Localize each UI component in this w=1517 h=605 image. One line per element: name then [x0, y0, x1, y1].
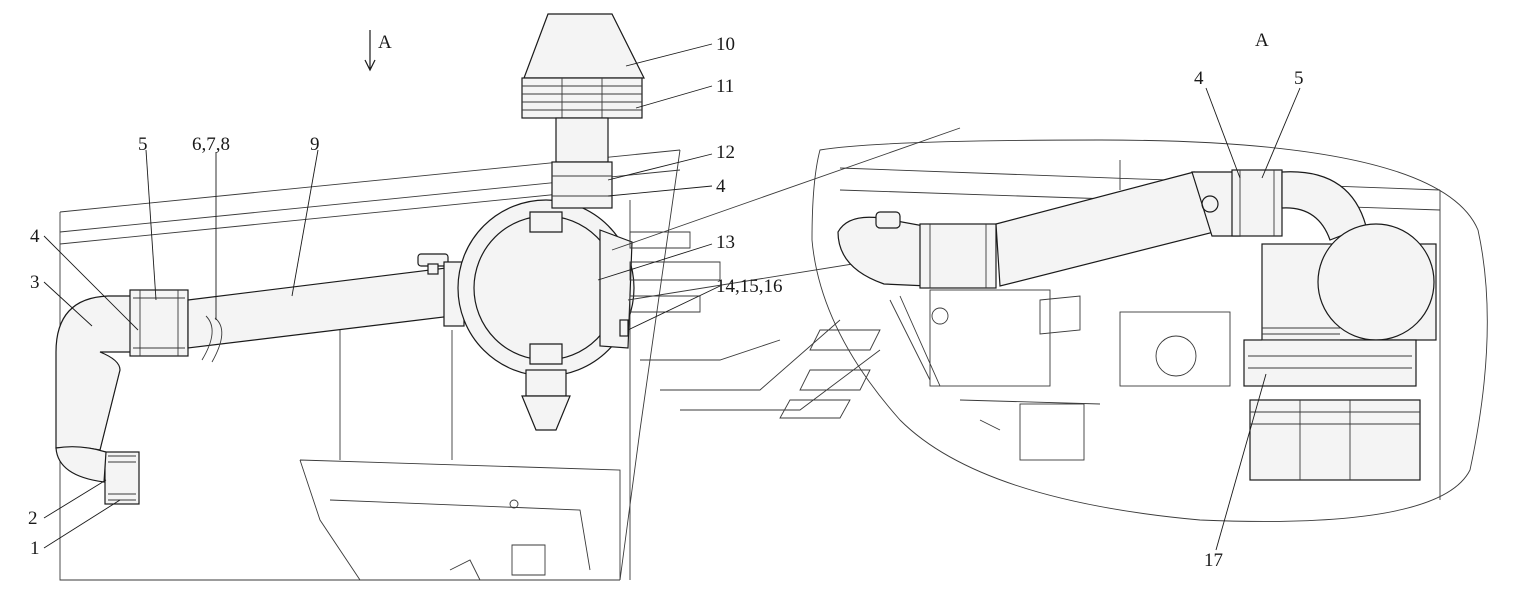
- callout-13: 13: [716, 232, 735, 253]
- leader-141516: [627, 285, 721, 331]
- callout-11: 11: [716, 76, 734, 97]
- elbow-bolt: [1201, 195, 1219, 213]
- leader-11: [635, 85, 713, 109]
- callout-1: 1: [30, 538, 40, 559]
- housing-top-notch: [529, 211, 563, 233]
- callout-3: 3: [30, 272, 40, 293]
- leader-5-left: [145, 149, 157, 301]
- perspective-stairs: [629, 231, 881, 411]
- housing-bottom-notch: [529, 343, 563, 365]
- cleaner-lower-ribs: [1250, 400, 1420, 480]
- clamp-sleeve: [129, 289, 189, 357]
- callout-2: 2: [28, 508, 38, 529]
- engine-pulley: [931, 307, 949, 325]
- cleaner-end-cap: [1317, 223, 1435, 341]
- pipe-sensor-hose: [201, 315, 223, 363]
- callout-678: 6,7,8: [192, 134, 230, 155]
- callout-17: 17: [1204, 550, 1223, 571]
- body-outline-right: [619, 149, 681, 581]
- callout-4-mid: 4: [716, 176, 726, 197]
- callout-141516: 14,15,16: [716, 276, 783, 297]
- main-intake-pipe: [187, 267, 453, 349]
- leader-4-right: [1205, 87, 1241, 179]
- right-clamp-upper: [1231, 169, 1283, 237]
- cleaner-lower-section: [1249, 399, 1421, 481]
- view-a-title: A: [1255, 30, 1269, 51]
- housing-side-clamp: [599, 229, 633, 349]
- right-sensor: [875, 211, 901, 229]
- engine-mount-disc: [1155, 335, 1197, 377]
- right-view: A: [811, 30, 1488, 522]
- grill-slats: [522, 78, 642, 118]
- cleaner-band-ribs: [1248, 327, 1412, 369]
- right-clamp-left: [919, 223, 997, 289]
- pre-cleaner-grill: [521, 77, 643, 119]
- callout-12: 12: [716, 142, 735, 163]
- elbow-lower: [55, 446, 107, 483]
- right-clamp-upper-bands: [1239, 170, 1275, 236]
- engine-hood: [299, 459, 621, 581]
- leader-12: [607, 153, 713, 181]
- leader-17: [1215, 373, 1267, 551]
- leader-5-right: [1261, 87, 1301, 179]
- leader-4-left: [43, 235, 139, 331]
- callout-4-right: 4: [1194, 68, 1204, 89]
- leader-9: [291, 149, 319, 297]
- left-view: A: [55, 13, 681, 581]
- leader-1: [43, 499, 121, 549]
- engine-ecu: [1019, 403, 1085, 461]
- callout-5-right: 5: [1294, 68, 1304, 89]
- leader-lines: [43, 43, 1301, 551]
- section-arrow-label: A: [378, 32, 392, 53]
- engine-mount: [1119, 311, 1231, 387]
- section-arrow: [364, 30, 376, 72]
- engine-pipes: [889, 295, 1101, 431]
- dust-valve-neck: [525, 369, 567, 397]
- pipe-valve-stem: [427, 263, 439, 275]
- riser-tube: [551, 161, 613, 209]
- engine-block: [929, 289, 1051, 387]
- riser-bands: [552, 175, 612, 197]
- leader-10: [625, 43, 713, 67]
- leader-13: [597, 243, 713, 281]
- right-clamp-left-bands: [929, 224, 987, 288]
- elbow-hose: [55, 295, 133, 451]
- housing-latch: [619, 319, 629, 337]
- leader-4-mid: [607, 185, 713, 197]
- dust-valve-spout: [521, 395, 571, 431]
- callout-9: 9: [310, 134, 320, 155]
- view-boundary: [811, 139, 1488, 522]
- pre-cleaner-cap: [523, 13, 645, 79]
- bracket-bottom: [449, 544, 546, 581]
- pre-cleaner-neck: [555, 117, 609, 163]
- leader-3: [43, 281, 93, 327]
- perspective-boxes: [779, 329, 881, 419]
- clamp-bands: [133, 290, 185, 356]
- leader-2: [43, 479, 107, 519]
- callout-10: 10: [716, 34, 735, 55]
- right-diagonal-pipe: [995, 171, 1215, 287]
- inlet-pipe-band: [108, 455, 136, 501]
- bolt: [509, 499, 519, 509]
- callout-5-left: 5: [138, 134, 148, 155]
- inlet-pipe-end: [104, 451, 140, 505]
- cleaner-band: [1243, 339, 1417, 387]
- callout-labels: 1 2 3 4 5 6,7,8 9 10 11 12 4 13 14,15,16…: [28, 34, 1304, 571]
- callout-4-left: 4: [30, 226, 40, 247]
